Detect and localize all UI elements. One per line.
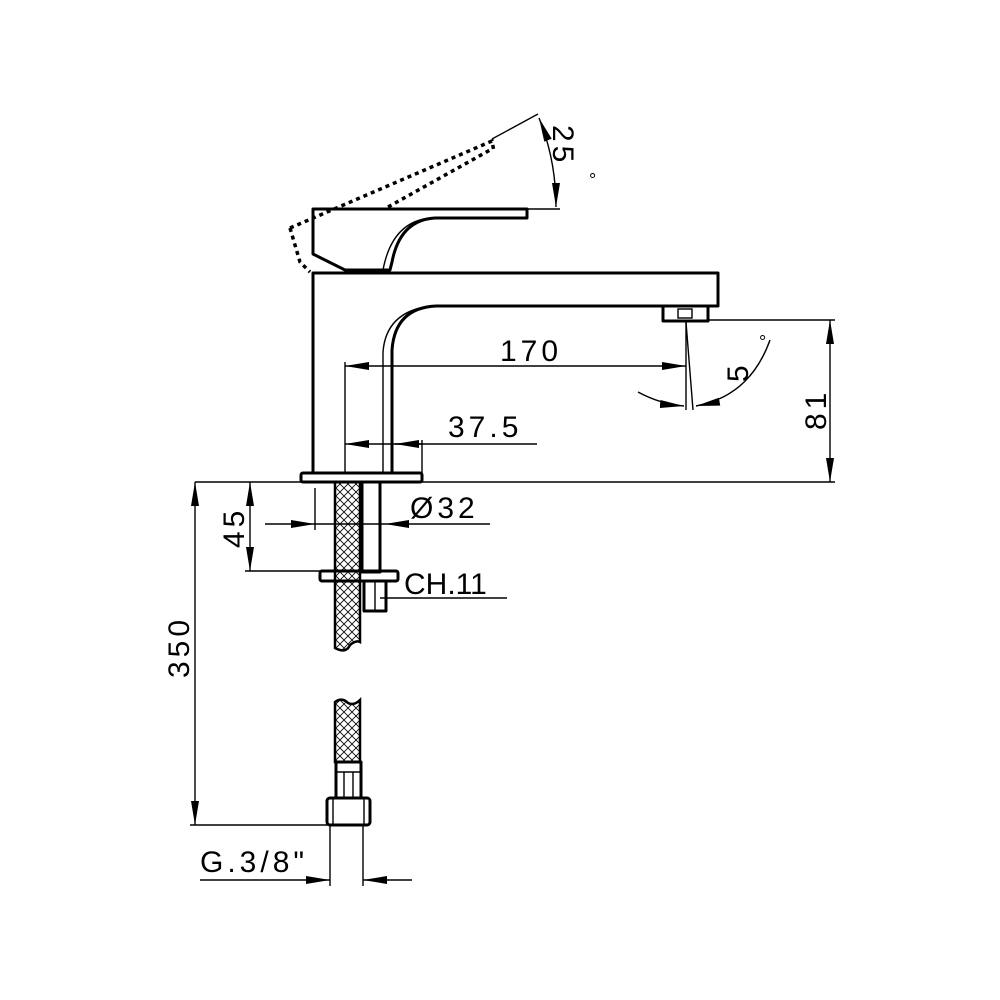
hose-length-dimension: 350 <box>163 482 330 826</box>
lever <box>311 207 529 272</box>
hole-diameter-label: Ø32 <box>410 492 479 525</box>
spout-angle-label: 5 <box>722 361 755 382</box>
degree-symbol-2: ° <box>759 332 766 352</box>
nut-key-label: CH.11 <box>404 568 487 601</box>
spout-height-dimension: 81 <box>708 319 835 482</box>
flexible-hose-upper <box>333 480 362 652</box>
center-offset-dimension: 37.5 <box>345 411 537 473</box>
center-offset-label: 37.5 <box>448 411 522 444</box>
threaded-rod <box>318 480 400 613</box>
hose-length-label: 350 <box>163 616 196 678</box>
degree-symbol: ° <box>589 170 596 190</box>
spout-reach-dimension: 170 <box>344 335 686 473</box>
mixer-body <box>299 271 720 484</box>
deck-thickness-dimension: 45 <box>218 482 320 572</box>
lever-angle-label: 25 <box>546 125 579 166</box>
spout-reach-label: 170 <box>500 335 562 368</box>
hole-diameter-dimension: Ø32 <box>265 488 490 530</box>
flexible-hose-lower <box>325 696 372 827</box>
lever-angle-dimension: 25 ° <box>491 113 596 210</box>
hose-thread-label: G.3/8" <box>200 846 308 879</box>
lever-raised-outline <box>288 138 496 274</box>
spout-angle-dimension: 5 ° <box>637 321 771 411</box>
deck-thickness-label: 45 <box>218 507 251 548</box>
hose-thread-dimension: G.3/8" <box>200 825 412 886</box>
nut-key-callout: CH.11 <box>380 568 507 601</box>
spout-height-label: 81 <box>800 389 833 430</box>
